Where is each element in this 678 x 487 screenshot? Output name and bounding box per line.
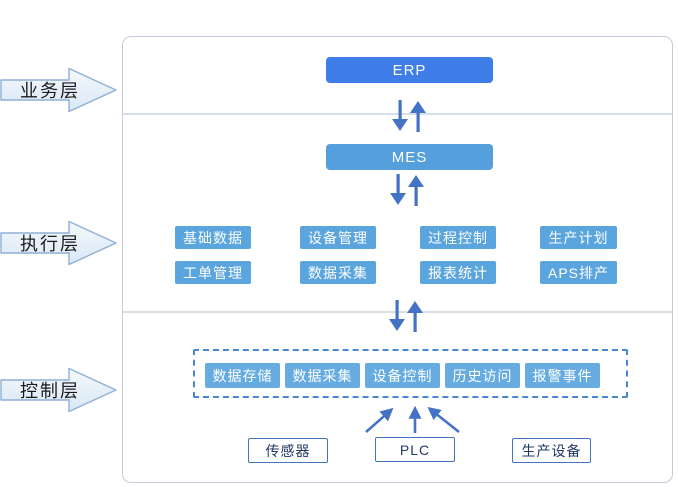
layer-arrow-control: 控制层 [0,367,118,413]
device-uplink-arrows-icon [365,405,460,434]
layer-label-business: 业务层 [20,81,80,101]
mes-box: MES [326,144,493,170]
module-box-process-control: 过程控制 [420,226,496,249]
module-box-aps-schedule: APS排产 [540,261,617,284]
control-functions-strip: 数据存储 数据采集 设备控制 历史访问 报警事件 [205,363,600,388]
module-box-production-plan: 生产计划 [540,226,617,249]
layer-label-execution: 执行层 [20,234,80,254]
right-block-arrow-icon [0,67,117,113]
bidirectional-arrow-icon [390,174,424,206]
control-box-history-access: 历史访问 [445,363,520,388]
right-block-arrow-icon [0,367,117,413]
module-box-data-collect: 数据采集 [300,261,376,284]
control-box-device-control: 设备控制 [365,363,440,388]
module-box-basic-data: 基础数据 [175,226,251,249]
device-box-equipment: 生产设备 [512,438,591,463]
control-box-data-storage: 数据存储 [205,363,280,388]
module-box-equipment-mgmt: 设备管理 [300,226,376,249]
layer-label-control: 控制层 [20,381,80,401]
device-box-plc: PLC [375,437,455,462]
bidirectional-arrow-icon [389,300,423,332]
layer-divider-top [123,113,672,115]
module-box-work-order: 工单管理 [175,261,251,284]
module-box-report-stats: 报表统计 [420,261,496,284]
control-box-data-collect: 数据采集 [285,363,360,388]
bidirectional-arrow-icon [392,100,426,132]
right-block-arrow-icon [0,220,117,266]
layer-arrow-execution: 执行层 [0,220,118,266]
device-box-sensor: 传感器 [248,438,328,463]
up-right-arrow-icon [365,407,394,433]
erp-box: ERP [326,57,493,83]
layer-arrow-business: 业务层 [0,67,118,113]
system-boundary-box [122,36,673,483]
control-functions-group [193,349,628,398]
up-left-arrow-icon [427,406,460,434]
control-box-alarm-events: 报警事件 [525,363,600,388]
